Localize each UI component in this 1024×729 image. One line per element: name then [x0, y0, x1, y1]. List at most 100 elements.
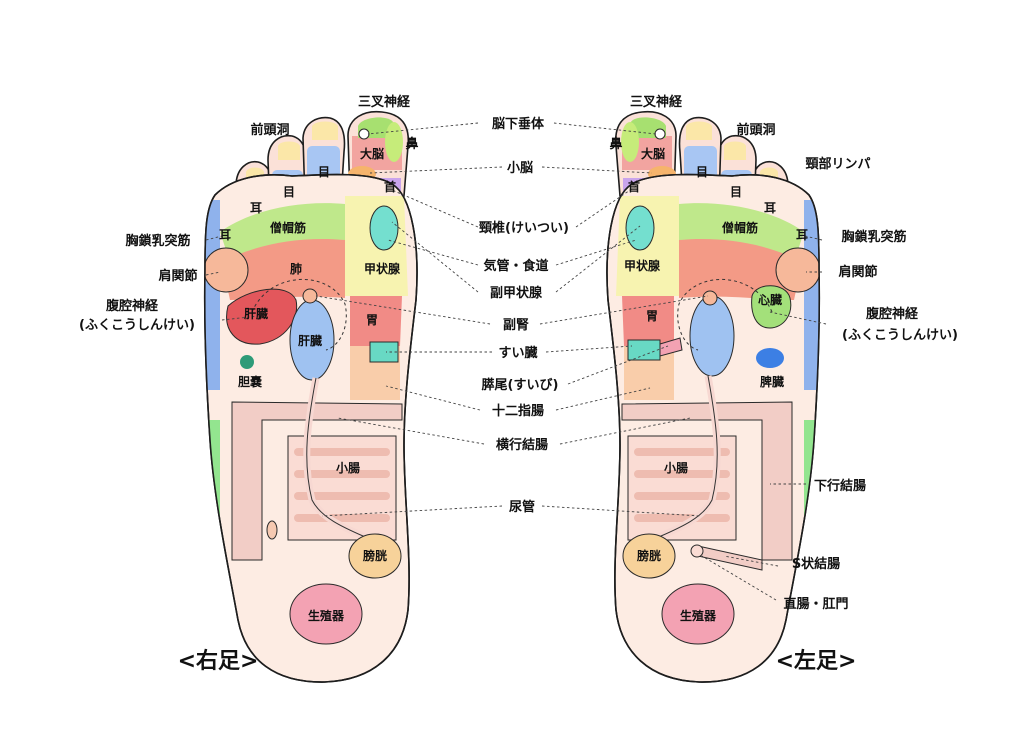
- l-label-eye-1: 目: [696, 165, 708, 179]
- l-label-genitals: 生殖器: [680, 608, 717, 623]
- center-labels: 脳下垂体 小脳 頸椎(けいつい) 気管・食道 副甲状腺 副腎 すい臓 膵尾(すい…: [479, 116, 569, 515]
- right-foot-title: <右足>: [178, 649, 259, 674]
- label-coccyx: 膵尾(すいび): [482, 377, 559, 393]
- right-sole-outline: [203, 173, 418, 683]
- left-foot-labels: 三叉神経 鼻 前頭洞 大脳 首 頸部リンパ 目 目 耳 耳 僧帽筋 胸鎖乳突筋 …: [609, 94, 957, 674]
- label-trachea: 気管・食道: [483, 258, 548, 274]
- r-label-neck: 首: [384, 179, 396, 194]
- l-label-lymph: 頸部リンパ: [805, 156, 870, 172]
- right-foot-labels: 三叉神経 鼻 前頭洞 大脳 首 目 目 耳 耳 僧帽筋 胸鎖乳突筋 肩関節 肺 …: [79, 94, 418, 674]
- l-label-celiac-2: (ふくこうしんけい): [842, 328, 958, 343]
- r-label-thyroid: 甲状腺: [364, 261, 401, 276]
- left-shoulder-zone: [775, 247, 820, 293]
- right-shoulder-zone: [204, 247, 249, 293]
- l-label-stomach: 胃: [646, 309, 658, 323]
- left-sinus-tip-2: [686, 121, 712, 140]
- l-label-trapezius: 僧帽筋: [722, 220, 758, 235]
- right-pituitary-point: [358, 128, 370, 140]
- left-kidney-zone: [689, 295, 735, 377]
- left-nose-zone: [621, 122, 639, 162]
- left-pancreas-zone: [627, 339, 661, 361]
- l-label-trigeminal: 三叉神経: [630, 94, 683, 110]
- l-label-eye-2: 目: [730, 185, 742, 199]
- r-label-ear-1: 耳: [250, 201, 262, 215]
- left-thyroid-core: [625, 205, 655, 251]
- left-colon-loop: [621, 401, 793, 561]
- right-ureter-outline: [306, 377, 373, 541]
- l-label-scm: 胸鎖乳突筋: [841, 229, 906, 245]
- l-label-spleen: 脾臓: [760, 374, 784, 389]
- l-label-nose: 鼻: [609, 136, 622, 152]
- right-thyroid-core: [369, 205, 399, 251]
- left-pancreas-tail: [659, 337, 683, 357]
- left-ureter-outline: [651, 375, 718, 541]
- right-genitals-zone: [289, 583, 363, 645]
- right-sinus-tip-2: [312, 121, 338, 140]
- r-label-trapezius: 僧帽筋: [270, 220, 306, 235]
- right-stomach-zone: [350, 296, 402, 346]
- r-label-liver: 肝臓: [244, 306, 268, 321]
- r-label-trigeminal: 三叉神経: [358, 94, 411, 110]
- r-label-small-intestine: 小腸: [336, 460, 360, 475]
- l-label-celiac-1: 腹腔神経: [866, 306, 919, 322]
- l-label-rectum: 直腸・肛門: [783, 596, 848, 612]
- left-side-band: [804, 420, 820, 620]
- r-label-eye-2: 目: [283, 185, 295, 199]
- l-label-ear-1: 耳: [764, 201, 776, 215]
- left-pituitary-point: [654, 128, 666, 140]
- left-scm-band: [804, 200, 820, 390]
- left-sole-outline: [606, 173, 821, 683]
- label-cerebellum: 小脳: [507, 161, 533, 176]
- l-label-sigmoid: S状結腸: [792, 556, 840, 572]
- left-lung-zone: [679, 238, 802, 300]
- right-sole-zones: [204, 196, 408, 645]
- left-sole-zones: [616, 196, 820, 645]
- right-pancreas-zone: [369, 341, 399, 363]
- l-label-thyroid: 甲状腺: [624, 258, 661, 273]
- l-label-bladder: 膀胱: [636, 548, 661, 563]
- left-bladder-zone: [622, 533, 676, 579]
- right-celiac-arc: [251, 279, 347, 351]
- r-label-shoulder: 肩関節: [158, 268, 197, 284]
- right-colon-loop: [231, 401, 403, 561]
- r-label-celiac-1: 腹腔神経: [106, 298, 159, 314]
- left-spleen-zone: [756, 348, 784, 368]
- r-label-lung: 肺: [290, 261, 302, 276]
- r-label-bladder: 膀胱: [362, 548, 387, 563]
- right-trapezius-zone: [220, 203, 345, 262]
- r-label-nose: 鼻: [405, 136, 418, 152]
- r-label-ear-2: 耳: [219, 228, 231, 242]
- l-label-frontal-sinus: 前頭洞: [736, 122, 775, 138]
- label-parathyroid: 副甲状腺: [490, 285, 543, 301]
- right-gallbladder-zone: [240, 355, 254, 369]
- r-label-frontal-sinus: 前頭洞: [250, 122, 289, 138]
- right-adrenal-point: [302, 288, 318, 304]
- right-nose-zone: [385, 122, 403, 162]
- leader-lines: [205, 122, 827, 601]
- right-foot: [203, 110, 418, 683]
- left-foot: [606, 110, 821, 683]
- label-cervical: 頸椎(けいつい): [479, 220, 569, 236]
- right-lung-zone: [222, 238, 345, 300]
- label-ureter: 尿管: [509, 499, 535, 515]
- left-rectum-point: [690, 544, 704, 558]
- left-trapezius-zone: [679, 203, 804, 262]
- r-label-scm: 胸鎖乳突筋: [125, 233, 190, 249]
- l-label-heart: 心臓: [758, 292, 782, 307]
- label-duodenum: 十二指腸: [492, 403, 544, 419]
- label-pituitary: 脳下垂体: [492, 116, 545, 132]
- r-label-stomach: 胃: [366, 313, 378, 327]
- r-label-kidney: 肝臓: [298, 333, 322, 348]
- l-label-descending-colon: 下行結腸: [814, 478, 866, 494]
- r-label-celiac-2: (ふくこうしんけい): [79, 318, 195, 333]
- right-sinus-tip-3: [278, 141, 300, 160]
- r-label-eye-1: 目: [318, 165, 330, 179]
- l-label-small-intestine: 小腸: [664, 460, 688, 475]
- label-adrenal: 副腎: [503, 318, 529, 333]
- r-label-cerebrum: 大脳: [360, 146, 384, 161]
- l-label-cerebrum: 大脳: [641, 146, 665, 161]
- r-label-genitals: 生殖器: [308, 608, 345, 623]
- left-celiac-arc: [677, 279, 773, 351]
- right-bladder-zone: [348, 533, 402, 579]
